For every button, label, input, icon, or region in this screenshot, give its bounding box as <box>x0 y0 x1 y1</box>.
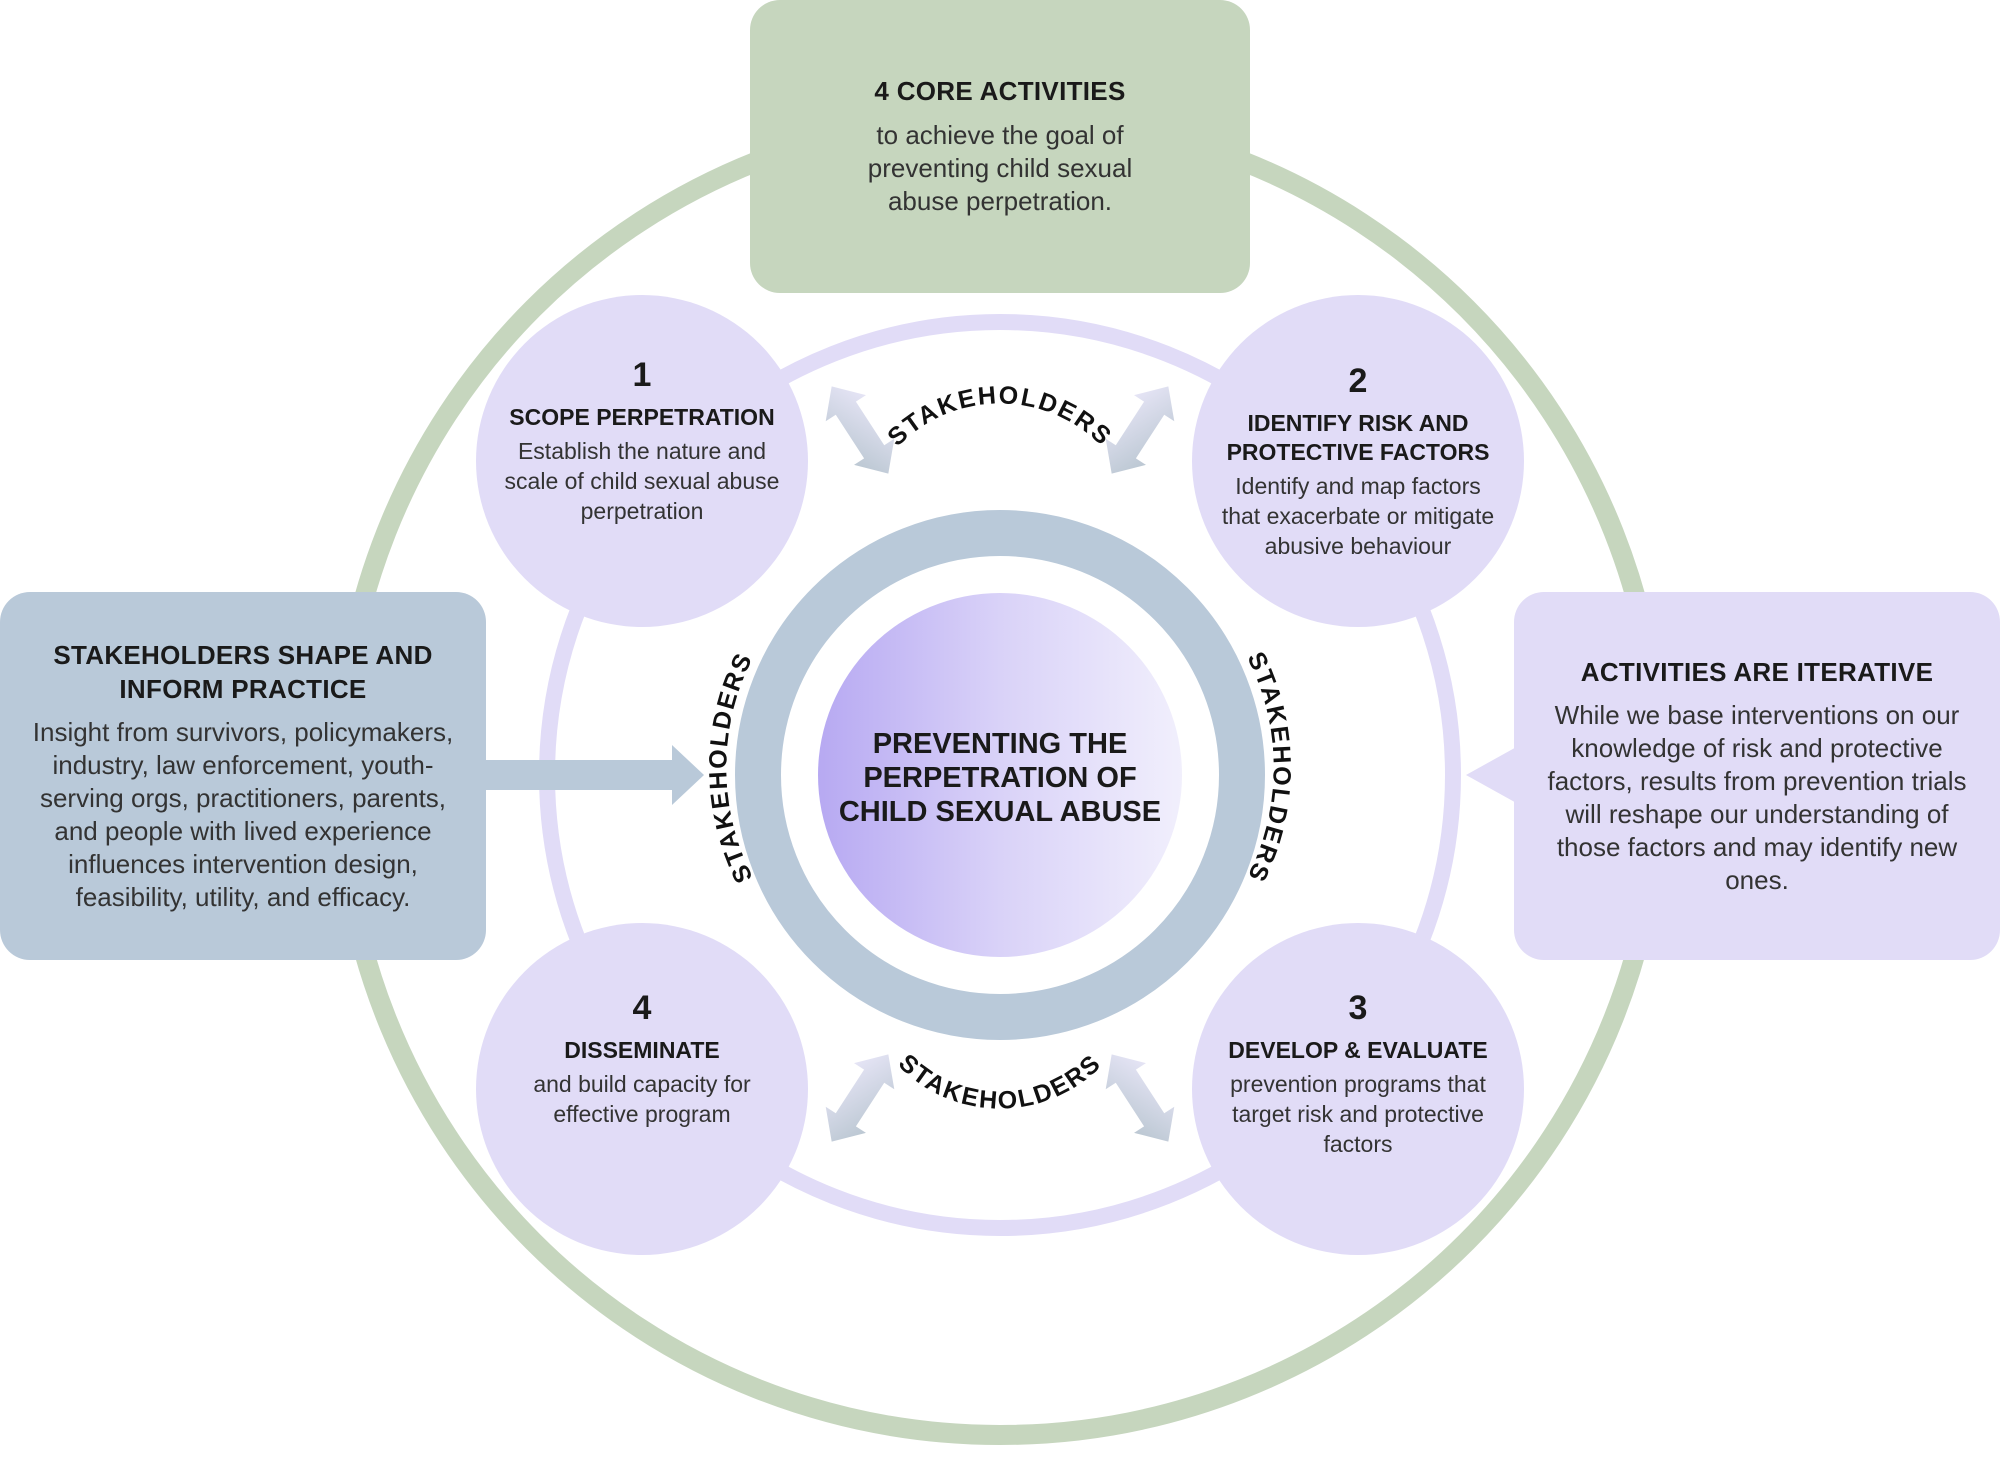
step-title: DISSEMINATE <box>564 1037 720 1063</box>
step-1-circle: 1 SCOPE PERPETRATION Establish the natur… <box>476 295 808 627</box>
core-activities-text: to achieve the goal of preventing child … <box>867 119 1133 216</box>
iterative-panel-text: While we base interventions on our knowl… <box>1547 700 1967 895</box>
step-description: prevention programs that target risk and… <box>1230 1071 1486 1157</box>
step-title: IDENTIFY RISK AND PROTECTIVE FACTORS <box>1226 409 1490 465</box>
iterative-panel: ACTIVITIES ARE ITERATIVE While we base i… <box>1514 592 2000 960</box>
step-3-circle: 3 DEVELOP & EVALUATE prevention programs… <box>1192 923 1524 1255</box>
step-title: DEVELOP & EVALUATE <box>1228 1037 1488 1063</box>
core-activities-title: 4 CORE ACTIVITIES <box>874 75 1126 106</box>
stakeholders-label-top: STAKEHOLDERS <box>882 381 1118 451</box>
stakeholders-label-bottom: STAKEHOLDERS <box>893 1049 1107 1115</box>
arrow-step-1-hub <box>825 386 895 474</box>
iterative-panel-title: ACTIVITIES ARE ITERATIVE <box>1580 657 1934 687</box>
center-title-text: PREVENTING THE PERPETRATION OF CHILD SEX… <box>838 728 1162 828</box>
arrow-step-3-hub <box>1105 1054 1175 1142</box>
step-description: Establish the nature and scale of child … <box>504 438 780 524</box>
left-panel-arrow <box>484 745 704 805</box>
step-number: 3 <box>1348 989 1368 1027</box>
step-number: 2 <box>1348 361 1368 400</box>
stakeholders-panel: STAKEHOLDERS SHAPE AND INFORM PRACTICE I… <box>0 592 486 960</box>
step-2-circle: 2 IDENTIFY RISK AND PROTECTIVE FACTORS I… <box>1192 295 1524 627</box>
step-4-circle: 4 DISSEMINATE and build capacity for eff… <box>476 923 808 1255</box>
step-title: SCOPE PERPETRATION <box>509 404 775 430</box>
step-number: 4 <box>632 989 652 1027</box>
center-title: PREVENTING THE PERPETRATION OF CHILD SEX… <box>820 593 1180 963</box>
arrow-step-2-hub <box>1105 386 1175 474</box>
stakeholders-panel-title: STAKEHOLDERS SHAPE AND INFORM PRACTICE <box>53 640 433 704</box>
step-number: 1 <box>632 356 652 394</box>
step-description: and build capacity for effective program <box>533 1071 751 1127</box>
center-circle <box>818 593 1182 957</box>
step-description: Identify and map factors that exacerbate… <box>1221 472 1495 559</box>
core-activities-box: 4 CORE ACTIVITIES to achieve the goal of… <box>750 0 1250 293</box>
stakeholders-panel-text: Insight from survivors, policymakers, in… <box>32 717 454 912</box>
arrow-step-4-hub <box>825 1054 895 1142</box>
